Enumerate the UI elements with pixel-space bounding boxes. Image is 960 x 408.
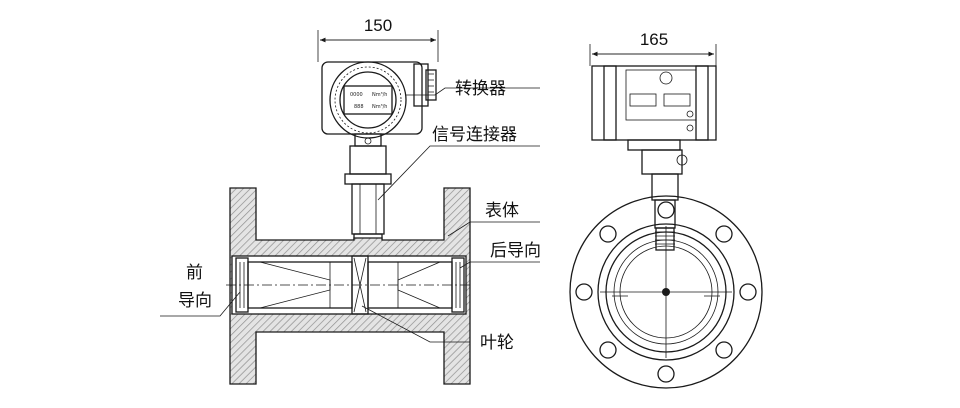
label-impeller: 叶轮 [480, 333, 514, 353]
display-unit1: Nm³/h [372, 92, 387, 98]
display-line1: 0000 [350, 92, 363, 98]
signal-connector [344, 145, 392, 243]
meter-body-section [226, 187, 472, 385]
dimension-label-right: 165 [640, 30, 668, 49]
dimension-label-left: 150 [364, 16, 392, 35]
callout-leaders-left [160, 87, 540, 343]
dimension-150: 150 [317, 16, 439, 62]
label-converter: 转换器 [455, 79, 506, 99]
display-line2: 888 [354, 104, 364, 110]
display-unit2: Nm³/h [372, 104, 387, 110]
label-front-guide-1: 前 [186, 263, 203, 283]
label-signal-connector: 信号连接器 [432, 125, 517, 145]
converter-housing-end [591, 65, 717, 251]
end-view: 165 [569, 30, 763, 389]
label-rear-guide: 后导向 [490, 241, 541, 261]
side-section-view: 150 0000 Nm³/h 888 Nm³/h [160, 16, 541, 385]
label-front-guide-2: 导向 [178, 291, 212, 311]
converter-head: 0000 Nm³/h 888 Nm³/h [321, 61, 437, 147]
label-body: 表体 [485, 201, 519, 221]
dimension-165: 165 [589, 30, 717, 66]
flange-disk [569, 195, 763, 389]
